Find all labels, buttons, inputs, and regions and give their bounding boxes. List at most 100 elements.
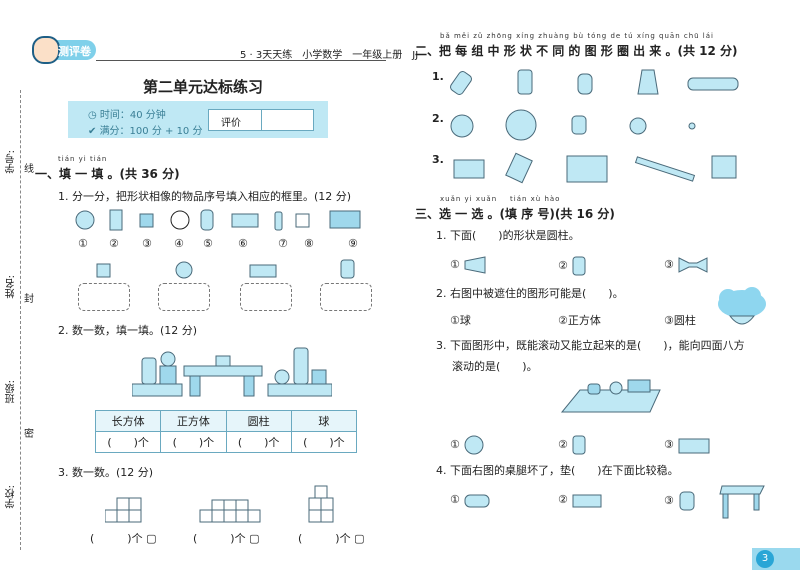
margin-label-mi: 密 xyxy=(24,429,34,440)
left-margin: 学号: 线 姓名: 封 班级: 密 学校: xyxy=(0,0,34,582)
stack-2 xyxy=(199,499,261,523)
rubik-cube-icon xyxy=(139,213,154,228)
q1-answer-box-cylinder[interactable] xyxy=(320,283,372,311)
dice-icon xyxy=(295,213,310,228)
s3-q1-text: 1. 下面( )的形状是圆柱。 xyxy=(436,229,580,242)
badge-label: 测评卷 xyxy=(58,45,91,58)
s2-row-3-shapes[interactable] xyxy=(450,150,750,190)
full-score: ✔ 满分：100 分 + 10 分 xyxy=(88,126,203,137)
q1-num-6: ⑥ xyxy=(238,237,248,250)
s2-row-2-shapes[interactable] xyxy=(450,108,710,142)
q2-cell-cube[interactable]: ( )个 xyxy=(160,431,227,453)
page-number: 3 xyxy=(761,553,769,564)
s3-q1-option-2[interactable]: ② xyxy=(558,255,591,277)
broken-table-picture xyxy=(719,485,765,519)
q3-text: 3. 数一数。(12 分) xyxy=(58,466,154,479)
s3-q4-option-1[interactable]: ① xyxy=(450,490,493,510)
header-rule xyxy=(96,60,386,61)
stack-3 xyxy=(308,485,334,523)
check-icon: ✔ xyxy=(88,126,100,137)
q2-header-sphere: 球 xyxy=(290,410,358,432)
q1-text: 1. 分一分，把形状相像的物品序号填入相应的框里。(12 分) xyxy=(58,190,352,203)
q1-num-4: ④ xyxy=(174,237,184,250)
q2-table: 长方体 正方体 圆柱 球 ( )个 ( )个 ( )个 ( )个 xyxy=(94,410,358,453)
box-icon xyxy=(329,210,361,229)
cube-icon xyxy=(96,263,111,278)
s3-q4-text: 4. 下面右图的桌腿坏了，垫( )在下面比较稳。 xyxy=(436,464,679,477)
section2-pinyin: bǎ měi zǔ zhōng xíng zhuàng bù tóng de t… xyxy=(440,32,714,40)
q1-num-5: ⑤ xyxy=(203,237,213,250)
section3-pinyin-b: tián xù hào xyxy=(510,195,561,203)
q2-cell-cuboid[interactable]: ( )个 xyxy=(94,431,162,453)
can-icon xyxy=(200,209,214,231)
s3-q3-option-1[interactable]: ① xyxy=(450,434,485,456)
cylinder-icon xyxy=(572,435,586,455)
q1-num-3: ③ xyxy=(142,237,152,250)
badge: 测评卷 xyxy=(32,36,96,64)
q1-num-1: ① xyxy=(78,237,88,250)
s3-q3-text-2: 滚动的是( )。 xyxy=(452,360,538,373)
q1-objects xyxy=(75,209,361,231)
section2-title: 二、把 每 组 中 形 状 不 同 的 图 形 圈 出 来 。(共 12 分) xyxy=(415,44,738,58)
q3-answer-1[interactable]: ( )个 ▢ xyxy=(90,532,157,545)
cuboid-icon xyxy=(678,438,710,454)
s3-q1-option-1[interactable]: ① xyxy=(450,255,493,275)
series-info: 5 · 3天天练 小学数学 一年级上册 JJ xyxy=(240,50,419,61)
s3-q2-option-1[interactable]: ①球 xyxy=(450,314,471,327)
frustum-icon xyxy=(464,256,486,274)
q2-text: 2. 数一数，填一填。(12 分) xyxy=(58,324,198,337)
s3-q3-option-2[interactable]: ② xyxy=(558,434,591,456)
cube-icon: ▢ xyxy=(142,532,157,545)
s2-row-1-shapes[interactable] xyxy=(450,66,770,100)
section1-pinyin: tián yi tián xyxy=(58,155,108,163)
spool-icon xyxy=(678,257,708,273)
cuboid-icon xyxy=(249,264,277,278)
section3-title: 三、选 一 选 。(填 序 号)(共 16 分) xyxy=(415,207,615,221)
margin-label-xuehao: 学号: xyxy=(6,150,17,174)
sphere-icon xyxy=(464,435,484,455)
cube-icon: ▢ xyxy=(245,532,260,545)
q2-stack-picture xyxy=(132,347,332,397)
cube-icon: ▢ xyxy=(350,532,365,545)
q1-num-2: ② xyxy=(109,237,119,250)
hidden-shape-picture xyxy=(718,287,766,325)
q1-category-icons xyxy=(96,259,355,279)
page-number-badge: 3 xyxy=(756,550,774,568)
q3-answer-3[interactable]: ( )个 ▢ xyxy=(298,532,365,545)
cylinder-icon xyxy=(572,256,586,276)
q1-num-9: ⑨ xyxy=(348,237,358,250)
q1-answer-box-cube[interactable] xyxy=(78,283,130,311)
stack-1 xyxy=(105,497,142,523)
cut-line xyxy=(20,90,22,550)
s3-q3-text-1: 3. 下面图形中，既能滚动又能立起来的是( )，能向四面八方 xyxy=(436,339,745,352)
page-title: 第二单元达标练习 xyxy=(143,78,264,96)
s3-q4-option-3[interactable]: ③ xyxy=(664,490,699,512)
page-number-tab: 3 xyxy=(752,548,800,570)
cylinder-icon xyxy=(340,259,355,279)
volleyball-icon xyxy=(75,210,95,230)
s3-q2-option-3[interactable]: ③圆柱 xyxy=(664,314,696,327)
q1-answer-box-cuboid[interactable] xyxy=(240,283,292,311)
margin-label-xuexiao: 学校: xyxy=(6,485,17,509)
s3-q1-option-3[interactable]: ③ xyxy=(664,255,709,275)
time-limit: ◷ 时间：40 分钟 xyxy=(88,110,166,121)
q3-answer-2[interactable]: ( )个 ▢ xyxy=(193,532,260,545)
fridge-icon xyxy=(109,209,123,231)
section3-pinyin-a: xuǎn yi xuǎn xyxy=(440,195,498,203)
q3-cube-stacks xyxy=(105,485,334,523)
q2-cell-sphere[interactable]: ( )个 xyxy=(290,431,358,453)
s3-q2-option-2[interactable]: ②正方体 xyxy=(558,314,601,327)
q1-num-7: ⑦ xyxy=(278,237,288,250)
evaluation-box[interactable]: 评价 xyxy=(208,109,314,131)
q2-header-cylinder: 圆柱 xyxy=(225,410,292,432)
s3-q3-option-3[interactable]: ③ xyxy=(664,434,711,456)
cylinder-lying-icon xyxy=(464,494,490,508)
s3-q4-option-2[interactable]: ② xyxy=(558,490,605,510)
q2-header-cuboid: 长方体 xyxy=(94,410,162,432)
margin-label-xingming: 姓名: xyxy=(6,275,17,299)
cuboid-icon xyxy=(572,494,602,508)
q1-answer-box-sphere[interactable] xyxy=(158,283,210,311)
pencil-box-icon xyxy=(231,213,259,228)
q2-cell-cylinder[interactable]: ( )个 xyxy=(225,431,292,453)
margin-label-feng: 封 xyxy=(24,294,34,305)
